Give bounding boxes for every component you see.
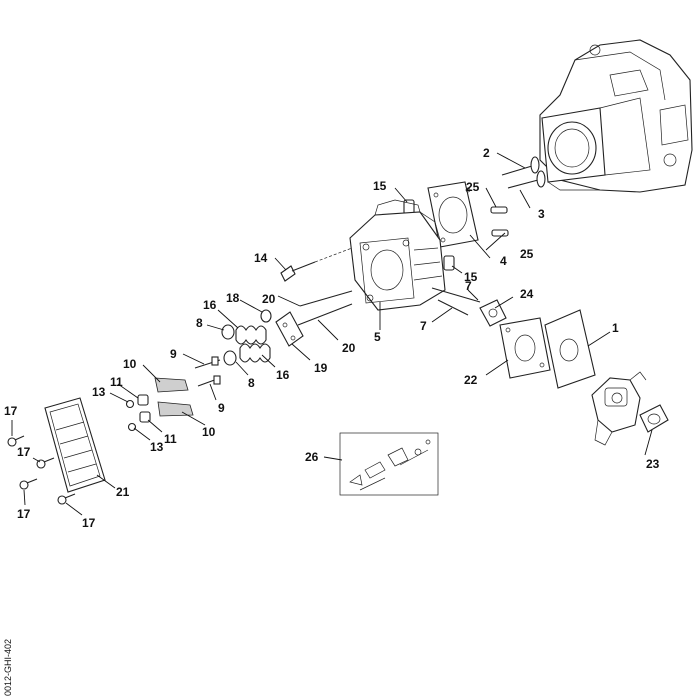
head-bolt <box>280 247 353 282</box>
callout-10-lower: 10 <box>202 425 216 439</box>
callout-13-upper: 13 <box>92 385 106 399</box>
valve-spring-upper <box>235 325 267 345</box>
callout-24: 24 <box>520 287 534 301</box>
callout-13-lower: 13 <box>150 440 164 454</box>
callout-25-upper: 25 <box>466 180 480 194</box>
rocker-stud-upper <box>194 356 221 369</box>
callout-17-3: 17 <box>17 507 31 521</box>
callout-labels: 1 2 3 4 5 7 7 8 8 9 9 10 10 11 11 13 13 … <box>4 146 660 530</box>
valve-spring-lower <box>239 343 271 363</box>
drawing-code: 0012-GHI-402 <box>3 639 13 696</box>
leader-lines <box>11 152 653 516</box>
carburetor-gasket <box>544 309 596 389</box>
rocker-arm-upper <box>154 377 189 393</box>
callout-16-lower: 16 <box>276 368 290 382</box>
callout-19: 19 <box>314 361 328 375</box>
push-rod-lower <box>297 303 353 326</box>
callout-15-upper: 15 <box>373 179 387 193</box>
cylinder-head <box>349 199 446 311</box>
spring-seat-lower <box>223 350 237 366</box>
parts-kit-box <box>339 432 439 496</box>
dowel-pin-lower <box>443 255 455 271</box>
stud-lower <box>437 299 469 316</box>
callout-17-1: 17 <box>4 404 18 418</box>
cover-screw-2 <box>36 457 55 469</box>
callout-11-lower: 11 <box>164 432 177 446</box>
callout-8-lower: 8 <box>248 376 255 390</box>
callout-3: 3 <box>538 207 545 221</box>
callout-18: 18 <box>226 291 240 305</box>
callout-17-4: 17 <box>82 516 96 530</box>
callout-23: 23 <box>646 457 660 471</box>
valve-spring-retainer <box>260 309 272 323</box>
air-cleaner-gasket <box>639 404 669 433</box>
cover-screw-3 <box>19 478 38 490</box>
cover-screw-4 <box>57 493 76 505</box>
carburetor <box>591 371 647 446</box>
engine-crankcase <box>539 39 693 193</box>
callout-4: 4 <box>500 254 507 268</box>
stud-upper <box>431 287 481 303</box>
callout-11-upper: 11 <box>110 375 123 389</box>
head-gasket <box>427 181 479 248</box>
pivot-nut-lower <box>127 422 137 432</box>
callout-7-lower: 7 <box>420 319 427 333</box>
callout-15-lower: 15 <box>464 270 478 284</box>
callout-7-upper: 7 <box>465 279 472 293</box>
spring-seat-upper <box>221 324 235 340</box>
callout-16-upper: 16 <box>203 298 217 312</box>
valve-cover <box>44 397 106 493</box>
callout-22: 22 <box>464 373 478 387</box>
callout-26: 26 <box>305 450 319 464</box>
insulator-gasket <box>479 299 507 327</box>
callout-17-2: 17 <box>17 445 31 459</box>
callout-21: 21 <box>116 485 130 499</box>
intake-valve <box>501 156 540 176</box>
cover-screw-1 <box>7 435 25 447</box>
valve-guide-upper <box>490 206 508 214</box>
pivot-nut-upper <box>125 399 135 409</box>
callout-9-upper: 9 <box>170 347 177 361</box>
callout-20-lower: 20 <box>342 341 356 355</box>
callout-2: 2 <box>483 146 490 160</box>
callout-25-lower: 25 <box>520 247 534 261</box>
callout-20-upper: 20 <box>262 292 276 306</box>
carburetor-insulator <box>499 317 551 379</box>
exhaust-valve <box>507 170 546 189</box>
callout-1: 1 <box>612 321 619 335</box>
callout-5: 5 <box>374 330 381 344</box>
callout-8-upper: 8 <box>196 316 203 330</box>
callout-14: 14 <box>254 251 268 265</box>
push-rod-guide-plate <box>275 311 304 347</box>
rocker-stud-lower <box>197 375 221 387</box>
callout-9-lower: 9 <box>218 401 225 415</box>
rocker-pivot-lower <box>139 411 151 423</box>
push-rod-upper <box>299 290 353 307</box>
rocker-pivot-upper <box>137 394 149 406</box>
callout-10-upper: 10 <box>123 357 137 371</box>
valve-guide-lower <box>491 229 509 237</box>
rocker-arm-lower <box>157 401 194 417</box>
